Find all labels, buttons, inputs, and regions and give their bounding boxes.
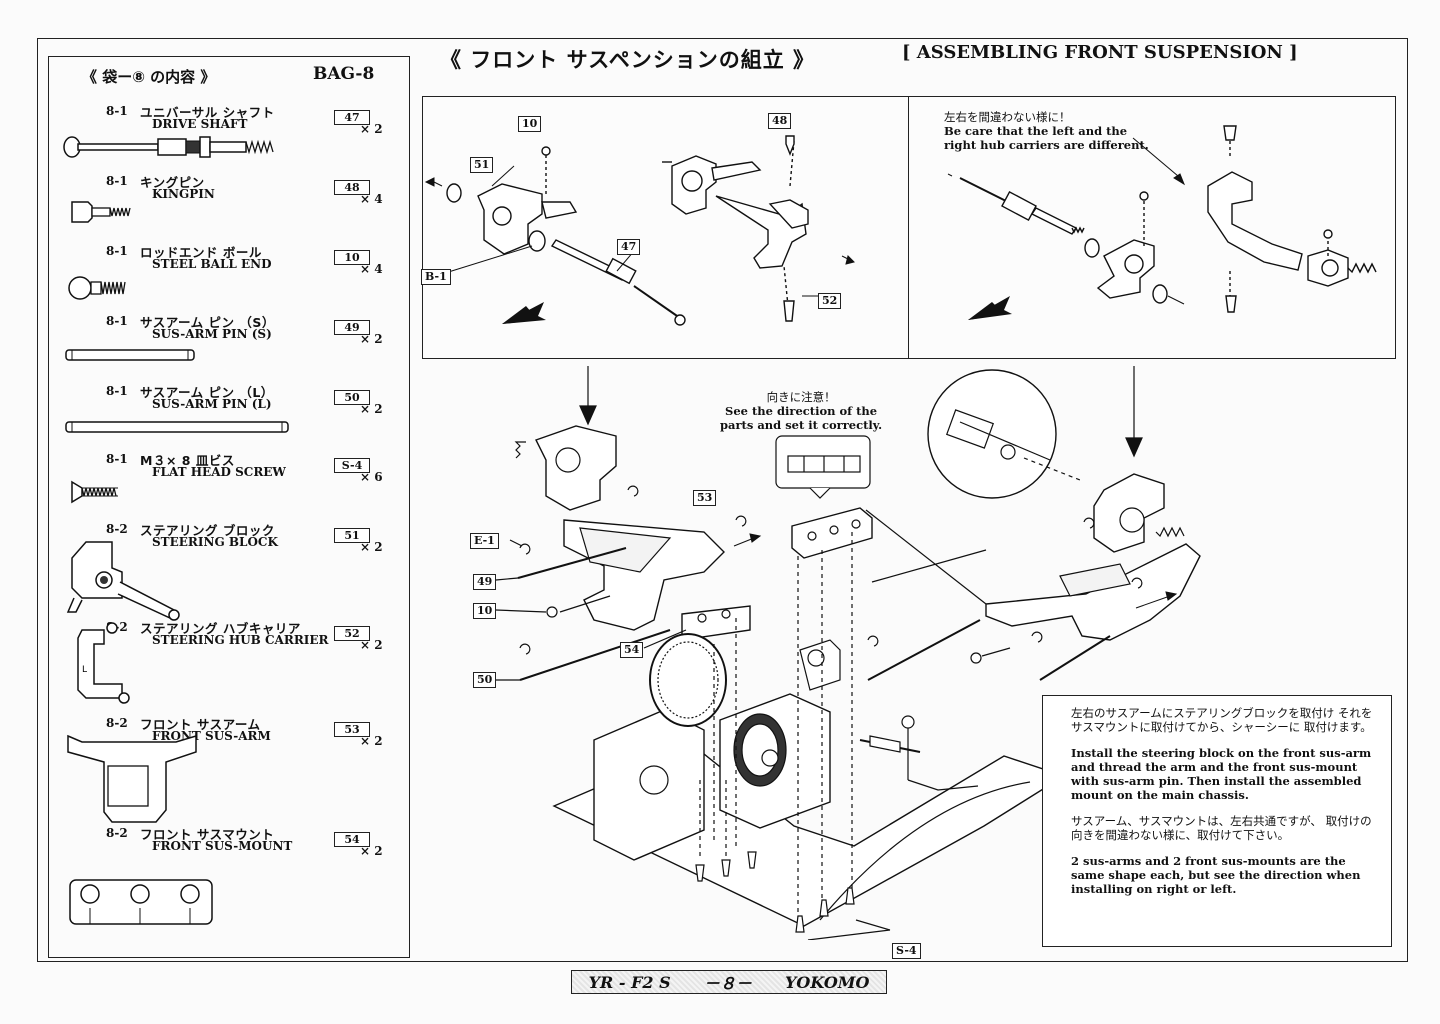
hub-carrier-note: 左右を間違わない様に！ Be care that the left and th… — [944, 110, 1149, 152]
page-footer: YR - F2 S －８－ YOKOMO — [571, 970, 887, 994]
short-pin-icon — [65, 349, 195, 361]
part-code: 8-1 — [106, 384, 128, 398]
instruction-box: 左右のサスアームにステアリングブロックを取付け それをサスマウントに取付けてから… — [1042, 695, 1392, 947]
part-number: 47 — [334, 110, 370, 125]
tag-kingpin: 48 — [768, 113, 792, 129]
part-name-jp: サスアーム ピン （L） — [140, 385, 274, 400]
part-number: 49 — [334, 320, 370, 335]
hub-carrier-note-en-1: Be care that the left and the — [944, 124, 1128, 138]
part-name-en: KINGPIN — [152, 187, 215, 201]
steering-block-icon — [66, 541, 180, 621]
part-qty: × 2 — [360, 332, 383, 346]
page-title-jp: 《 フロント サスペンションの組立 》 — [440, 48, 816, 72]
part-code: 8-1 — [106, 452, 128, 466]
part-number: 10 — [334, 250, 370, 265]
part-name-jp: ロッドエンド ボール — [140, 245, 262, 260]
part-name-jp: サスアーム ピン （S） — [140, 315, 275, 330]
hub-carrier-assembly-diagram — [947, 125, 1377, 320]
sus-mount-icon — [69, 879, 213, 925]
part-code: 8-2 — [106, 716, 128, 730]
tag-ball-end-main: 10 — [473, 603, 497, 619]
part-name-en: SUS-ARM PIN (S) — [152, 327, 272, 341]
instruction-jp-1: 左右のサスアームにステアリングブロックを取付け それをサスマウントに取付けてから… — [1071, 706, 1373, 734]
part-number: 53 — [334, 722, 370, 737]
part-name-jp: ステアリング ブロック — [140, 523, 275, 538]
long-pin-icon — [65, 421, 289, 433]
part-qty: × 2 — [360, 122, 383, 136]
sus-arm-icon — [67, 734, 197, 823]
part-qty: × 2 — [360, 540, 383, 554]
part-code: 8-1 — [106, 174, 128, 188]
bag-title-en: BAG-8 — [313, 64, 375, 84]
kingpin-icon — [71, 201, 131, 223]
tag-sus-mount: 54 — [620, 642, 644, 658]
tag-steering-block: 51 — [470, 157, 494, 173]
part-name-jp: ステアリング ハブキャリア — [140, 621, 301, 636]
tag-sus-arm: 53 — [693, 490, 717, 506]
tag-drive-shaft: 47 — [617, 239, 641, 255]
footer-page-number: －８－ — [703, 974, 752, 993]
part-code: 8-1 — [106, 314, 128, 328]
drive-shaft-icon — [63, 136, 274, 158]
part-code: 8-2 — [106, 826, 128, 840]
direction-note: 向きに注意！ See the direction of the parts an… — [720, 390, 882, 432]
tag-bearing: B-1 — [421, 269, 451, 285]
part-name-en: FRONT SUS-MOUNT — [152, 839, 293, 853]
part-name-en: FLAT HEAD SCREW — [152, 465, 286, 479]
ball-end-icon — [68, 276, 126, 300]
part-name-en: STEERING HUB CARRIER — [152, 633, 329, 647]
tag-hub-carrier: 52 — [818, 293, 842, 309]
tag-long-pin: 50 — [473, 672, 497, 688]
part-number: S-4 — [334, 458, 370, 473]
part-number: 50 — [334, 390, 370, 405]
page-frame — [37, 38, 1408, 962]
part-number: 48 — [334, 180, 370, 195]
instruction-en-2: 2 sus-arms and 2 front sus-mounts are th… — [1071, 854, 1361, 896]
part-number: 51 — [334, 528, 370, 543]
steering-assembly-diagram — [424, 135, 855, 326]
part-qty: × 2 — [360, 638, 383, 652]
hub-carrier-note-en-2: right hub carriers are different. — [944, 138, 1149, 152]
instruction-en-1: Install the steering block on the front … — [1071, 746, 1372, 802]
tag-flat-head-screw: S-4 — [892, 943, 921, 959]
bag-contents-panel — [48, 56, 410, 958]
hub-carrier-icon: L — [77, 622, 130, 704]
part-qty: × 4 — [360, 192, 383, 206]
part-number: 52 — [334, 626, 370, 641]
part-qty: × 2 — [360, 844, 383, 858]
part-name-en: DRIVE SHAFT — [152, 117, 248, 131]
part-qty: × 4 — [360, 262, 383, 276]
part-name-jp: フロント サスマウント — [140, 827, 275, 842]
part-qty: × 6 — [360, 470, 383, 484]
main-assembly-diagram — [495, 366, 1201, 940]
bag-title-jp: 《 袋ー⑧ の内容 》 — [82, 68, 216, 86]
part-name-en: SUS-ARM PIN (L) — [152, 397, 272, 411]
direction-note-en-2: parts and set it correctly. — [720, 418, 883, 432]
part-name-jp: ユニバーサル シャフト — [140, 105, 275, 120]
part-qty: × 2 — [360, 402, 383, 416]
part-name-en: STEERING BLOCK — [152, 535, 278, 549]
part-code: 8-1 — [106, 104, 128, 118]
part-name-en: STEEL BALL END — [152, 257, 272, 271]
part-name-jp: フロント サスアーム — [140, 717, 261, 732]
part-qty: × 2 — [360, 734, 383, 748]
part-name-jp: キングピン — [140, 175, 205, 190]
part-code: 8-2 — [106, 522, 128, 536]
instruction-jp-2: サスアーム、サスマウントは、左右共通ですが、 取付けの向きを間違わない様に、取付… — [1071, 814, 1372, 842]
part-name-en: FRONT SUS-ARM — [152, 729, 271, 743]
svg-text:L: L — [82, 665, 87, 675]
tag-e-clip: E-1 — [470, 533, 499, 549]
part-code: 8-1 — [106, 244, 128, 258]
page-title-en: [ ASSEMBLING FRONT SUSPENSION ] — [902, 42, 1298, 63]
tag-ball-end: 10 — [518, 116, 542, 132]
direction-note-jp: 向きに注意！ — [766, 390, 836, 404]
footer-model: YR - F2 S — [588, 972, 671, 992]
flat-head-screw-icon — [71, 480, 118, 504]
part-name-jp: M３× 8 皿ビス — [140, 453, 235, 468]
direction-note-en-1: See the direction of the — [725, 404, 878, 418]
part-number: 54 — [334, 832, 370, 847]
footer-brand: YOKOMO — [784, 972, 870, 992]
tag-short-pin: 49 — [473, 574, 497, 590]
hub-carrier-note-jp: 左右を間違わない様に！ — [944, 110, 1071, 124]
